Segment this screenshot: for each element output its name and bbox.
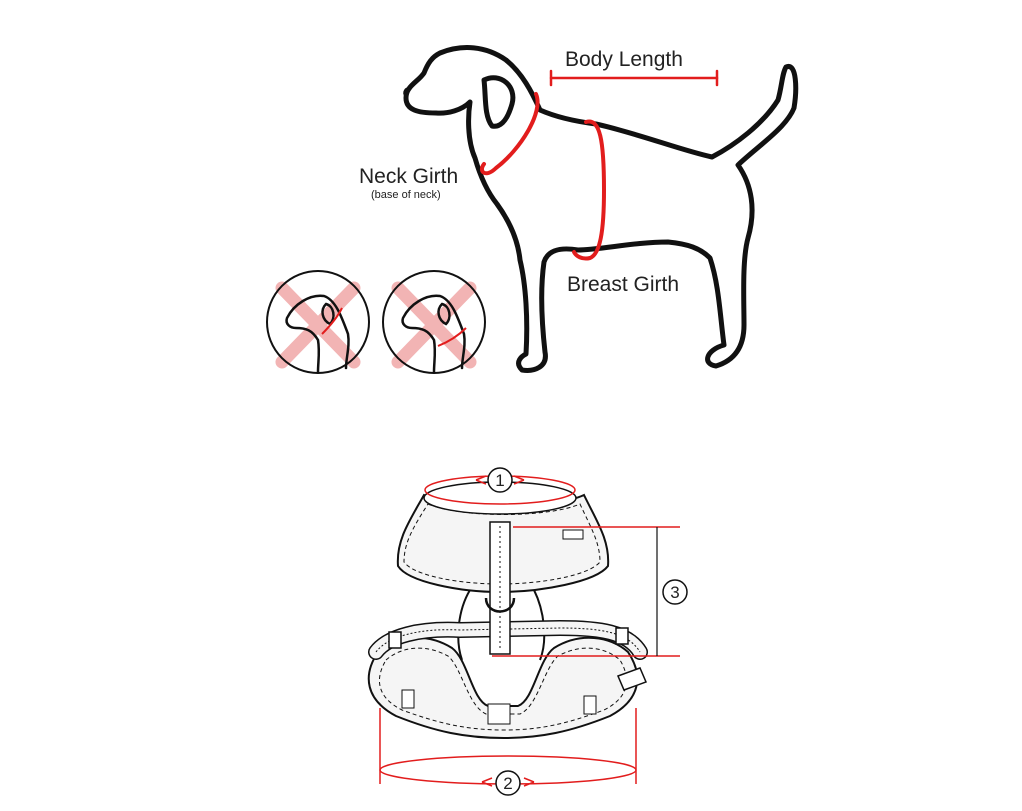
- neck-girth-note: (base of neck): [371, 189, 441, 201]
- marker-3: 3: [670, 583, 679, 602]
- buckle-icon: [616, 667, 648, 691]
- wrong-neck-position-icon: [382, 270, 486, 374]
- dog-outline-icon: [403, 45, 799, 373]
- harness-illustration: [367, 481, 648, 740]
- neck-girth-label: Neck Girth: [359, 165, 458, 188]
- breast-girth-line: [572, 119, 607, 261]
- harness-center-strap: [484, 521, 516, 655]
- d-ring-icon: [484, 597, 516, 613]
- marker-1: 1: [495, 471, 504, 490]
- breast-girth-label: Breast Girth: [567, 273, 679, 296]
- brand-tag: [562, 529, 584, 540]
- measure-back-length: 3: [492, 526, 688, 657]
- measure-neck-opening: 1: [424, 467, 576, 505]
- neck-girth-line: [479, 92, 540, 176]
- measure-chest-girth: 2: [379, 708, 637, 796]
- dog-measurement-figure: Body Length Neck Girth (base of neck) Br…: [359, 45, 799, 373]
- body-length-label: Body Length: [565, 48, 683, 71]
- body-length-line: [549, 69, 719, 87]
- wrong-neck-position-icon: [266, 270, 370, 374]
- marker-2: 2: [503, 774, 512, 793]
